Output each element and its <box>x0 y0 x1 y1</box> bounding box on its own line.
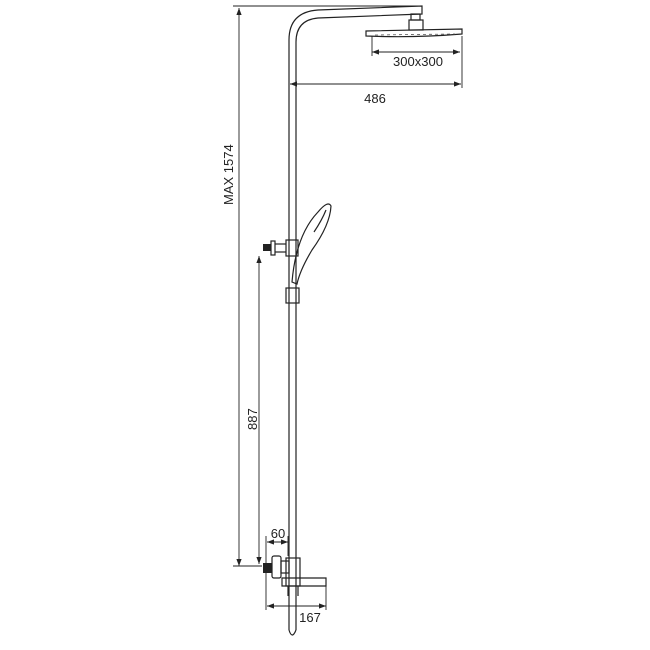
head-size-dimension: 300x300 <box>371 36 463 88</box>
mixer-valve <box>263 555 327 596</box>
arm-length-label: 486 <box>364 91 386 106</box>
spout-reach-dimension: 167 <box>267 586 327 625</box>
max-height-label: MAX 1574 <box>221 144 236 205</box>
wall-offset-dimension: 60 <box>265 526 289 610</box>
spout-reach-label: 167 <box>299 610 321 625</box>
wall-offset-label: 60 <box>271 526 285 541</box>
outlet-height-label: 887 <box>245 408 260 430</box>
outlet-height-dimension: 887 <box>245 256 262 564</box>
hand-shower <box>263 203 332 304</box>
head-size-label: 300x300 <box>393 54 443 69</box>
overhead-shower-head <box>365 13 463 38</box>
riser-pipe <box>288 5 423 636</box>
arm-length-dimension: 486 <box>290 81 461 106</box>
max-height-dimension: MAX 1574 <box>221 5 422 567</box>
